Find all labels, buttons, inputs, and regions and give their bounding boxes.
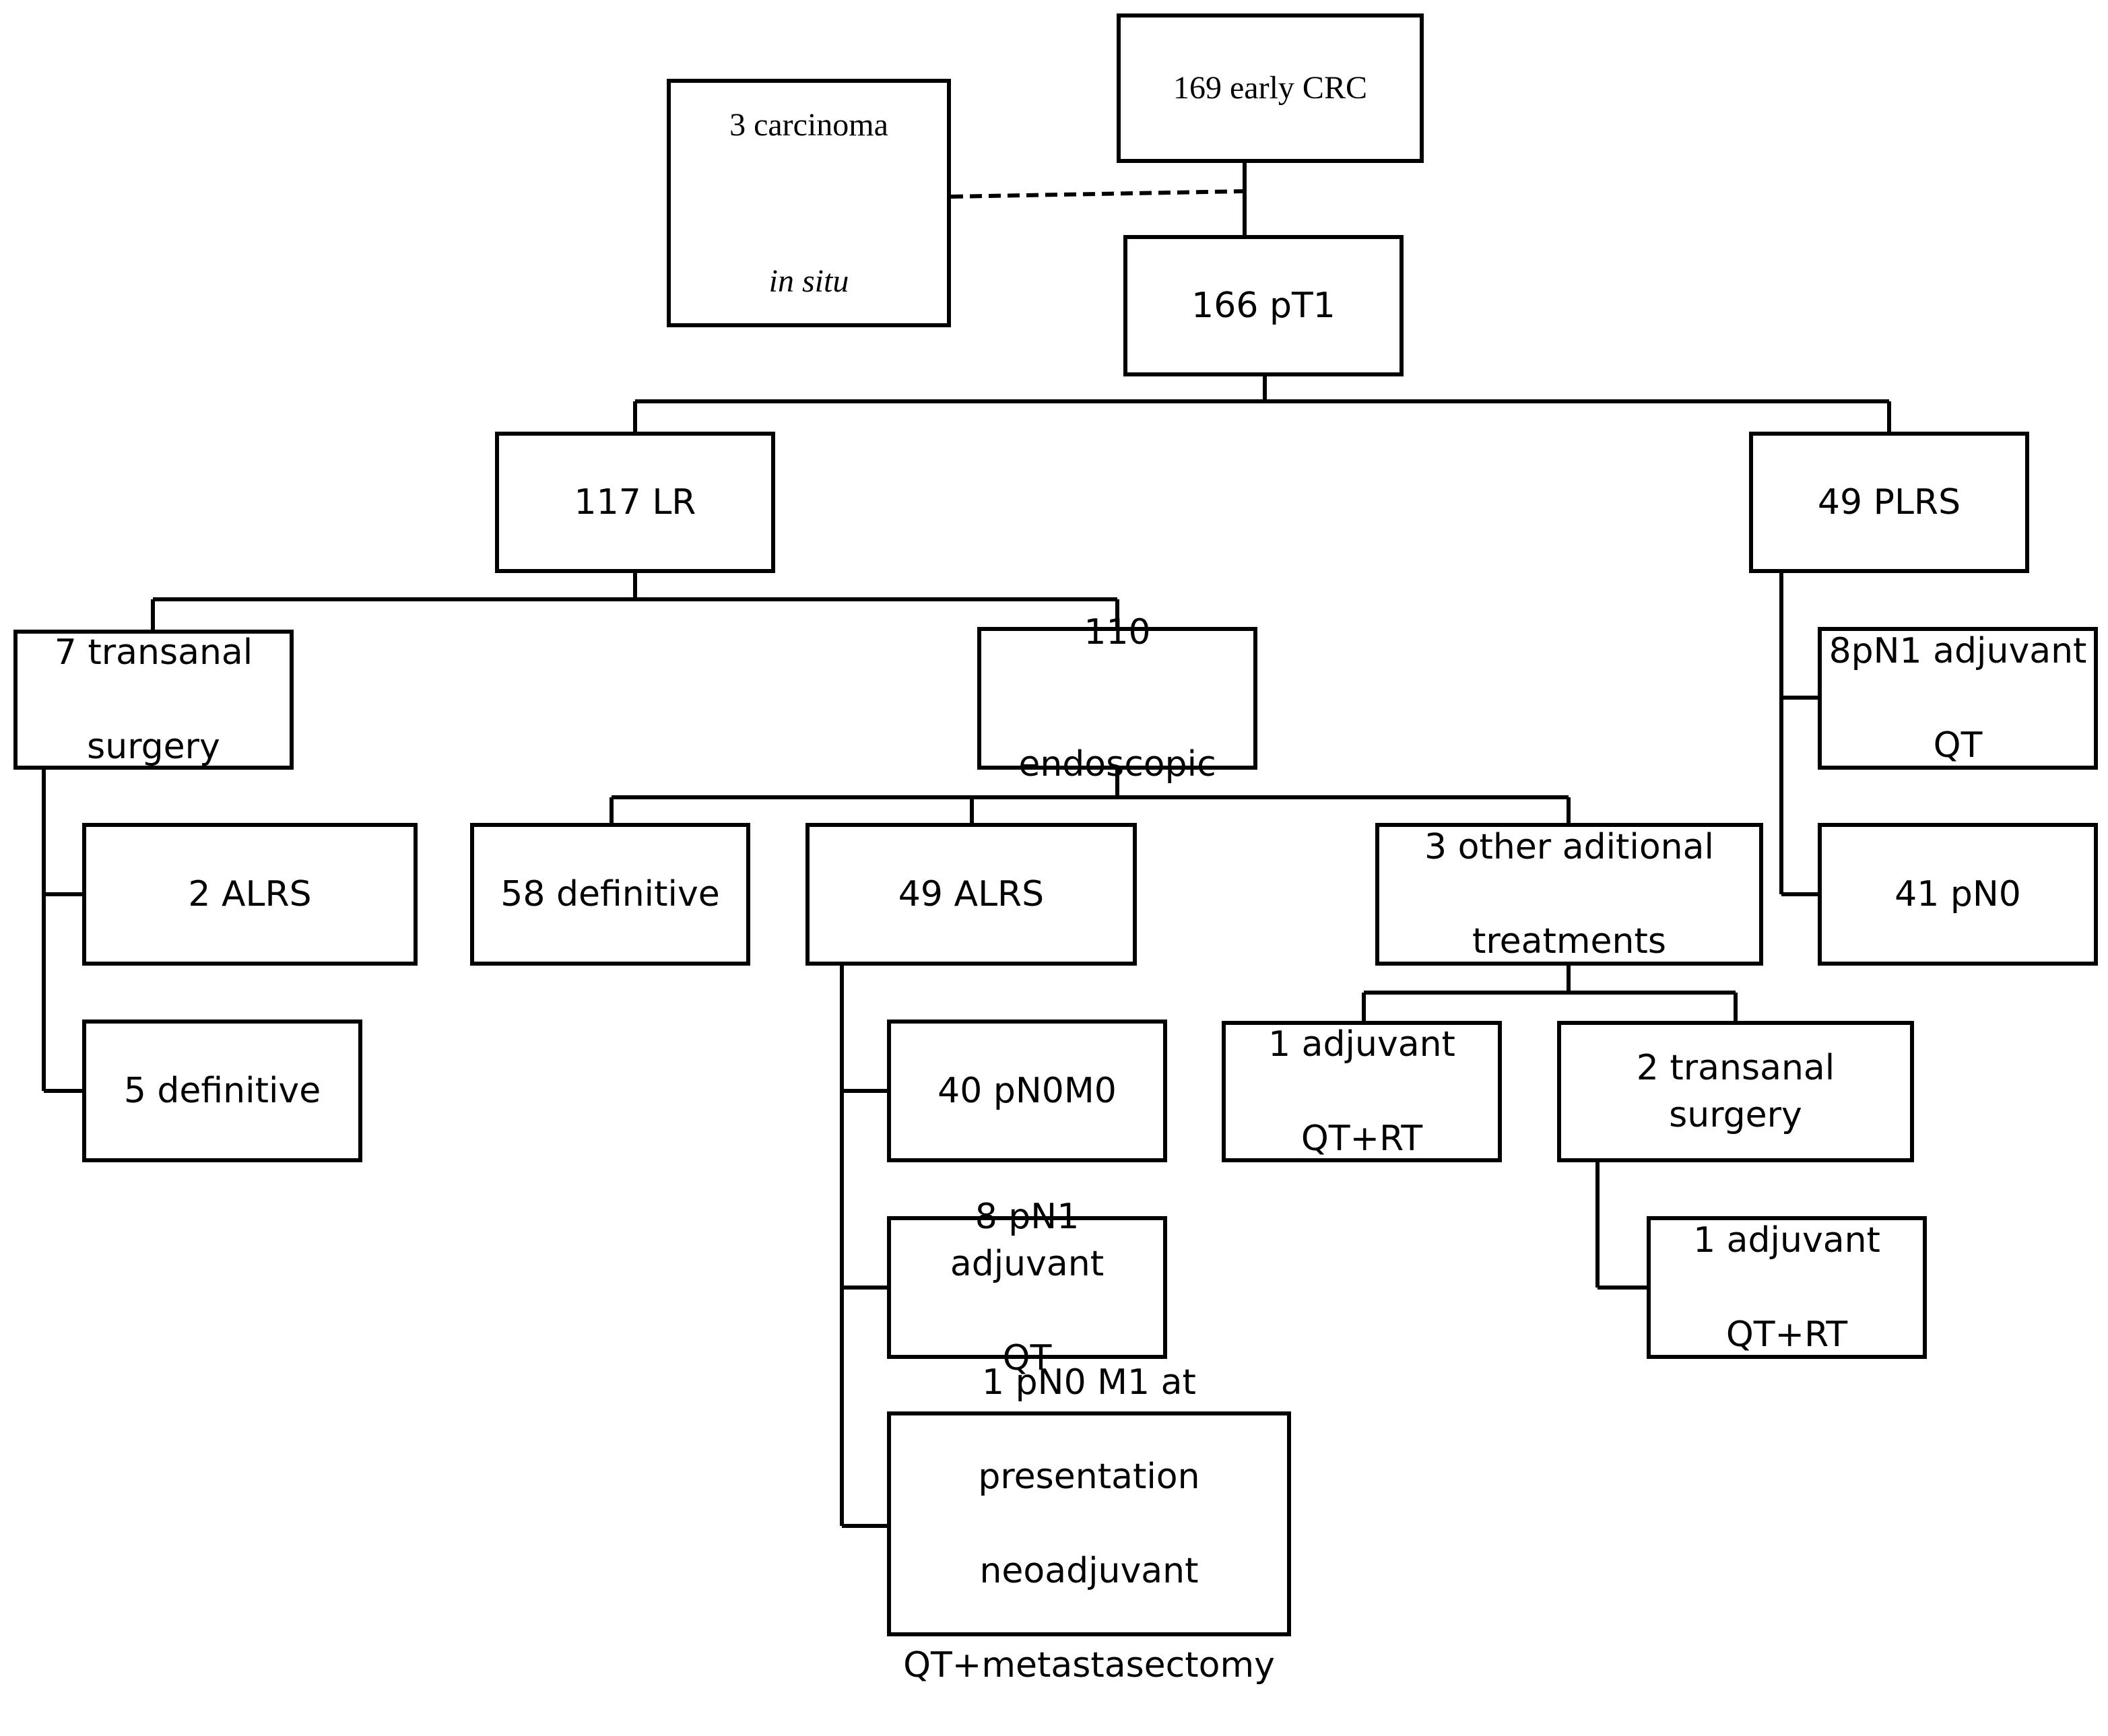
- flow-diagram: 169 early CRC 3 carcinoma in situ 166 pT…: [13, 13, 2098, 1685]
- node-endoscopic-line1: 110: [1084, 612, 1151, 653]
- node-cis-line2: in situ: [768, 263, 849, 299]
- node-plrs-label: 49 PLRS: [1817, 482, 1961, 523]
- node-alrs-m1: 1 pN0 M1 at presentation neoadjuvant QT+…: [887, 1362, 1291, 1685]
- node-early-crc-label: 169 early CRC: [1173, 70, 1367, 106]
- connector-lines: [42, 160, 1891, 1528]
- node-early-crc: 169 early CRC: [1117, 13, 1424, 163]
- node-lr-label: 117 LR: [574, 482, 696, 523]
- node-plrs-pn1-line2: QT: [1933, 725, 1983, 766]
- node-alrs-pn1: 8 pN1 adjuvant QT: [887, 1197, 1167, 1378]
- node-plrs: 49 PLRS: [1749, 432, 2029, 573]
- node-other-adjuvant-line2: QT+RT: [1300, 1119, 1423, 1159]
- node-other-adjuvant-line1: 1 adjuvant: [1268, 1024, 1455, 1065]
- node-alrs-m1-line1: 1 pN0 M1 at: [982, 1362, 1196, 1403]
- node-other-adjuvant: 1 adjuvant QT+RT: [1222, 1021, 1502, 1162]
- node-transanal-line2: surgery: [87, 727, 220, 767]
- node-pt1: 166 pT1: [1123, 235, 1404, 376]
- node-transanal-adjuvant-line2: QT+RT: [1725, 1314, 1848, 1355]
- node-transanal-line1: 7 transanal: [54, 632, 253, 673]
- node-other-treatments: 3 other aditional treatments: [1375, 823, 1763, 966]
- node-other-line1: 3 other aditional: [1424, 827, 1714, 867]
- node-transanal-definitive-label: 5 definitive: [123, 1071, 321, 1111]
- node-other-transanal-surgery: 2 transanal surgery: [1557, 1021, 1914, 1162]
- node-lr: 117 LR: [495, 432, 775, 573]
- node-plrs-pn0-label: 41 pN0: [1895, 874, 2021, 914]
- node-alrs-pn0m0-label: 40 pN0M0: [937, 1071, 1117, 1111]
- node-transanal-adjuvant-line1: 1 adjuvant: [1693, 1220, 1880, 1261]
- node-alrs-pn1-line1: 8 pN1 adjuvant: [950, 1197, 1105, 1284]
- node-transanal-alrs: 2 ALRS: [82, 823, 418, 966]
- node-alrs-pn0m0: 40 pN0M0: [887, 1020, 1167, 1162]
- node-endo-definitive-label: 58 definitive: [500, 874, 720, 914]
- node-pt1-label: 166 pT1: [1191, 286, 1336, 326]
- node-alrs-m1-line3: neoadjuvant: [979, 1551, 1199, 1591]
- node-alrs-m1-line2: presentation: [978, 1457, 1200, 1497]
- node-plrs-pn0: 41 pN0: [1818, 823, 2098, 966]
- node-cis-line1: 3 carcinoma: [729, 106, 888, 143]
- node-plrs-pn1-line1: 8pN1 adjuvant: [1829, 631, 2087, 671]
- node-endoscopic-line2: endoscopic: [1018, 744, 1216, 784]
- node-endo-definitive: 58 definitive: [470, 823, 750, 966]
- node-alrs-pn1-line2: QT: [1002, 1338, 1052, 1378]
- node-transanal-adjuvant: 1 adjuvant QT+RT: [1647, 1216, 1927, 1359]
- connector-cis-dashed: [950, 189, 1245, 199]
- node-transanal-surgery: 7 transanal surgery: [13, 630, 294, 770]
- node-endo-alrs: 49 ALRS: [805, 823, 1137, 966]
- node-carcinoma-in-situ: 3 carcinoma in situ: [667, 79, 951, 327]
- node-transanal-definitive: 5 definitive: [82, 1020, 362, 1162]
- node-endo-alrs-label: 49 ALRS: [898, 874, 1045, 914]
- node-transanal-alrs-label: 2 ALRS: [188, 874, 312, 914]
- node-other-line2: treatments: [1472, 921, 1666, 962]
- node-endoscopic: 110 endoscopic: [977, 612, 1257, 784]
- node-plrs-pn1: 8pN1 adjuvant QT: [1818, 627, 2098, 770]
- node-other-transanal-label: 2 transanal surgery: [1636, 1048, 1835, 1135]
